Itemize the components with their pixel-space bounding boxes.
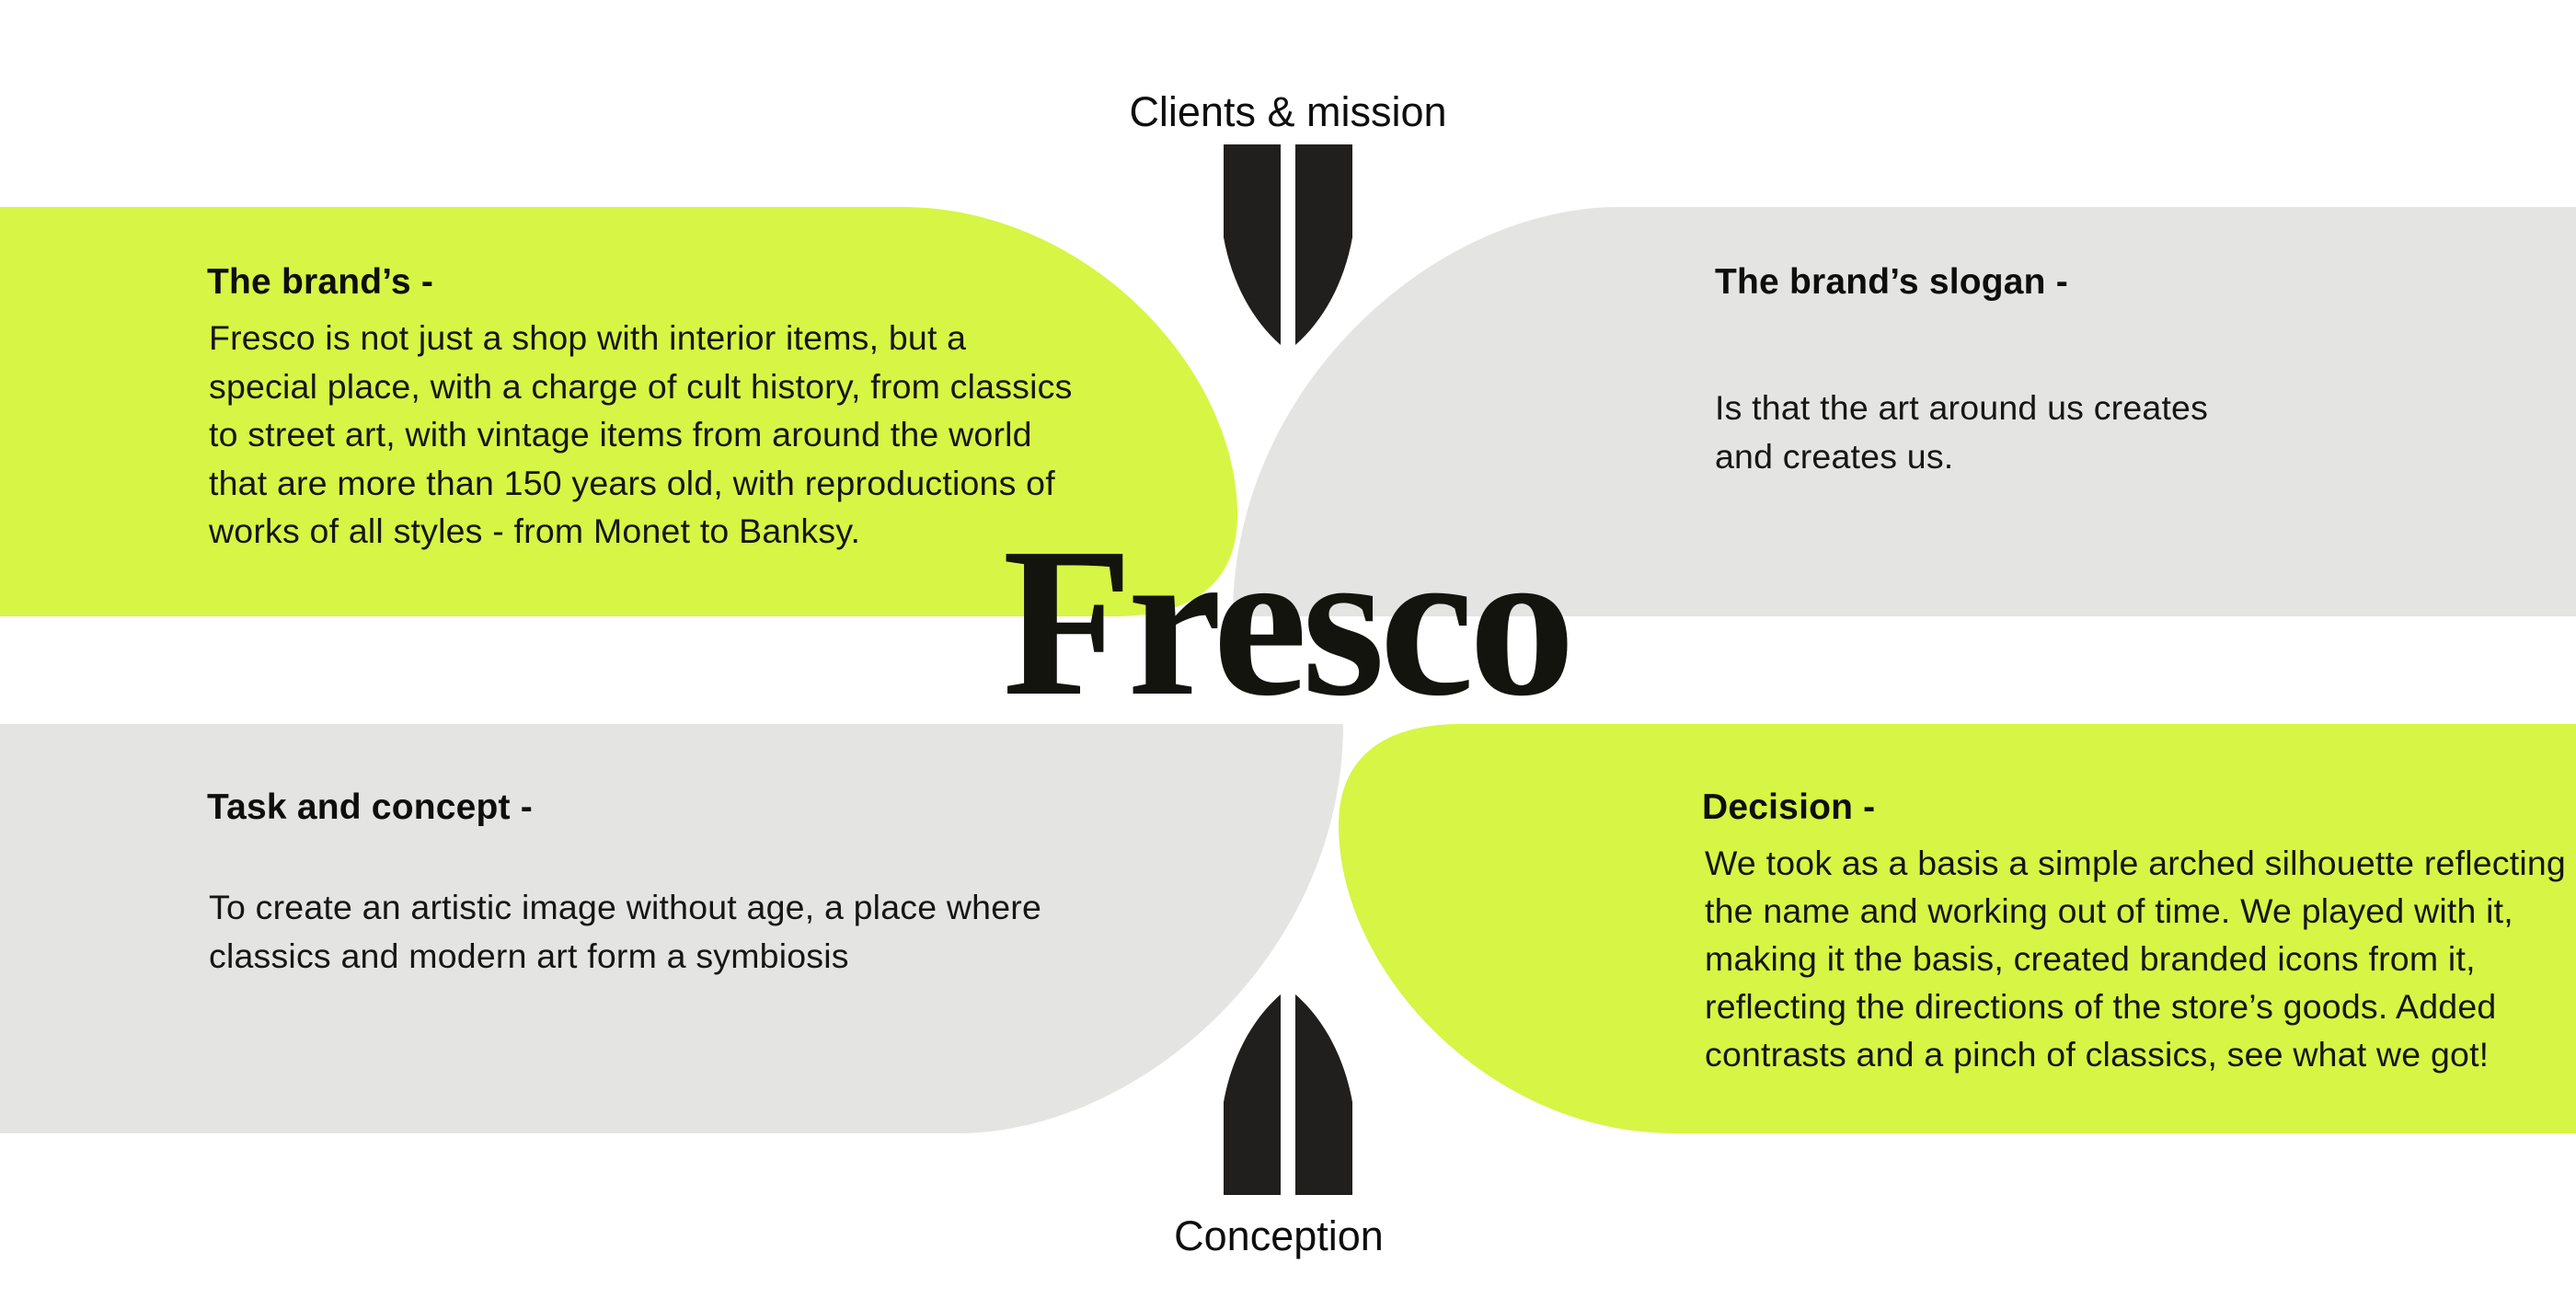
task-section-heading: Task and concept - (207, 787, 533, 827)
brand-section-body: Fresco is not just a shop with interior … (209, 318, 1073, 550)
arch-down-icon (1224, 144, 1352, 345)
fresco-wordmark: Fresco (1002, 504, 1576, 741)
lime-shape-top-left (0, 207, 1237, 616)
arch-up-icon (1224, 994, 1352, 1195)
gray-shape-top-right (1233, 207, 2576, 616)
decision-section-body: We took as a basis a simple arched silho… (1705, 844, 2566, 1074)
task-section-body: To create an artistic image without age,… (209, 888, 1042, 975)
gray-shape-bottom-left (0, 724, 1343, 1133)
slogan-section-heading: The brand’s slogan - (1715, 262, 2068, 302)
lime-shape-bottom-right (1339, 724, 2576, 1133)
bottom-axis-label: Conception (1174, 1212, 1384, 1259)
slogan-section-body: Is that the art around us creates and cr… (1715, 388, 2209, 476)
decision-section-heading: Decision - (1702, 787, 1876, 827)
top-axis-label: Clients & mission (1129, 88, 1447, 135)
brand-section-heading: The brand’s - (207, 262, 434, 302)
